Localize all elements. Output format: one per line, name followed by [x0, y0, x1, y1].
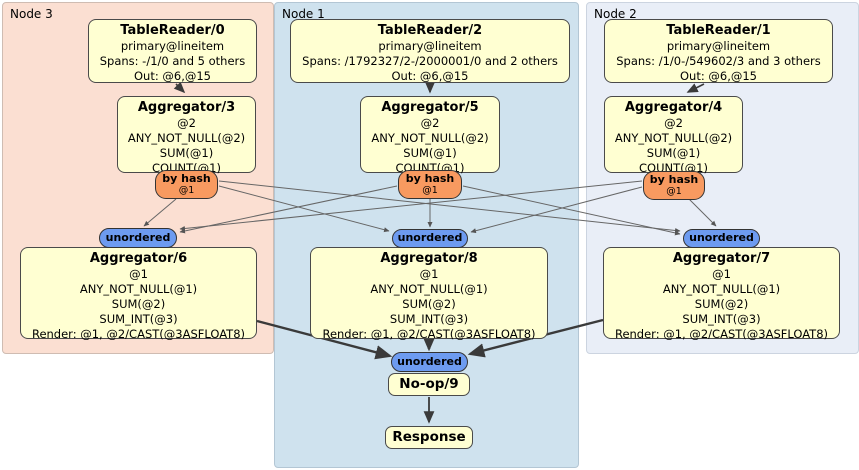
node3-label: Node 3 — [10, 7, 53, 21]
box-title: TableReader/2 — [377, 23, 483, 38]
edge-hash3-unord7 — [218, 180, 681, 233]
box-line: SUM(@1) — [159, 146, 214, 160]
by-hash-badge-node1: by hash @1 — [398, 170, 462, 199]
box-line: Render: @1, @2/CAST(@3ASFLOAT8) — [614, 327, 829, 341]
by-hash-badge-node3: by hash @1 — [155, 170, 218, 199]
box-line: Render: @1, @2/CAST(@3ASFLOAT8) — [322, 327, 536, 341]
box-line: SUM(@2) — [694, 297, 749, 311]
box-line: Spans: /1792327/2-/2000001/0 and 2 other… — [302, 54, 558, 68]
box-line: SUM_INT(@3) — [389, 312, 469, 326]
edge-hash5-unord6 — [179, 185, 398, 234]
box-line: ANY_NOT_NULL(@2) — [371, 131, 489, 145]
edge-hash5-unord7 — [462, 185, 681, 236]
unordered-badge-node3: unordered — [99, 228, 177, 248]
box-line: ANY_NOT_NULL(@1) — [79, 282, 198, 296]
by-hash-badge-node2: by hash @1 — [643, 171, 705, 200]
box-title: Aggregator/4 — [624, 100, 723, 115]
by-hash-key: @1 — [178, 185, 195, 196]
box-line: ANY_NOT_NULL(@1) — [662, 282, 781, 296]
box-title: Aggregator/7 — [672, 251, 771, 266]
box-line: primary@lineitem — [120, 39, 225, 53]
box-line: SUM(@1) — [403, 146, 457, 160]
box-line: SUM(@2) — [402, 297, 456, 311]
box-title: TableReader/0 — [120, 23, 225, 38]
response-label: Response — [392, 429, 466, 445]
by-hash-label: by hash — [162, 172, 211, 185]
box-title: Aggregator/3 — [137, 100, 236, 115]
unordered-label: unordered — [689, 231, 754, 244]
box-line: ANY_NOT_NULL(@2) — [614, 131, 733, 145]
tablereader-0-box: TableReader/0 primary@lineitem Spans: -/… — [88, 19, 257, 83]
unordered-badge-node1: unordered — [392, 229, 468, 248]
edge-hash4-unord6 — [179, 180, 643, 231]
aggregator-5-box: Aggregator/5 @2 ANY_NOT_NULL(@2) SUM(@1)… — [360, 96, 500, 175]
aggregator-3-box: Aggregator/3 @2 ANY_NOT_NULL(@2) SUM(@1)… — [117, 96, 256, 175]
unordered-label: unordered — [105, 231, 171, 244]
box-line: Spans: -/1/0 and 5 others — [99, 54, 246, 68]
node2-label: Node 2 — [594, 7, 637, 21]
box-line: @1 — [712, 267, 731, 281]
unordered-label: unordered — [397, 355, 462, 368]
box-line: Out: @6,@15 — [134, 69, 211, 83]
box-line: Out: @6,@15 — [391, 69, 469, 83]
edge-tr0-agg3 — [173, 81, 186, 94]
box-title: Aggregator/5 — [381, 100, 479, 115]
box-line: SUM(@2) — [111, 297, 166, 311]
by-hash-key: @1 — [666, 186, 682, 197]
edge-hash4-unord8 — [470, 186, 643, 234]
response-box: Response — [385, 426, 473, 449]
edge-hash3-unord8 — [218, 185, 390, 233]
unordered-label: unordered — [397, 231, 463, 244]
box-line: @2 — [420, 116, 440, 130]
box-line: Out: @6,@15 — [680, 69, 757, 83]
edge-hash4-unord7 — [688, 198, 717, 227]
box-line: SUM_INT(@3) — [99, 312, 178, 326]
edge-hash3-unord6 — [143, 198, 177, 227]
unordered-badge-final: unordered — [391, 352, 468, 372]
noop-box: No-op/9 — [388, 373, 470, 396]
box-title: Aggregator/6 — [89, 251, 188, 266]
box-line: @2 — [664, 116, 683, 130]
box-line: @1 — [419, 267, 439, 281]
box-title: TableReader/1 — [666, 23, 771, 38]
aggregator-7-box: Aggregator/7 @1 ANY_NOT_NULL(@1) SUM(@2)… — [603, 247, 840, 341]
by-hash-label: by hash — [405, 172, 455, 185]
noop-label: No-op/9 — [399, 376, 459, 392]
aggregator-8-box: Aggregator/8 @1 ANY_NOT_NULL(@1) SUM(@2)… — [310, 247, 548, 341]
edge-tr1-agg4 — [686, 83, 705, 93]
aggregator-6-box: Aggregator/6 @1 ANY_NOT_NULL(@1) SUM(@2)… — [20, 247, 257, 341]
by-hash-label: by hash — [649, 173, 699, 186]
unordered-badge-node2: unordered — [683, 229, 760, 248]
box-line: Spans: /1/0-/549602/3 and 3 others — [616, 54, 821, 68]
box-line: ANY_NOT_NULL(@2) — [127, 131, 246, 145]
box-line: @1 — [129, 267, 148, 281]
tablereader-1-box: TableReader/1 primary@lineitem Spans: /1… — [604, 19, 833, 83]
box-line: SUM(@1) — [646, 146, 701, 160]
tablereader-2-box: TableReader/2 primary@lineitem Spans: /1… — [290, 19, 570, 83]
box-title: Aggregator/8 — [380, 251, 478, 266]
box-line: ANY_NOT_NULL(@1) — [370, 282, 488, 296]
box-line: SUM_INT(@3) — [682, 312, 761, 326]
box-line: Render: @1, @2/CAST(@3ASFLOAT8) — [31, 327, 246, 341]
box-line: primary@lineitem — [666, 39, 771, 53]
box-line: @2 — [177, 116, 196, 130]
by-hash-key: @1 — [422, 185, 438, 196]
aggregator-4-box: Aggregator/4 @2 ANY_NOT_NULL(@2) SUM(@1)… — [604, 96, 743, 175]
box-line: primary@lineitem — [378, 39, 482, 53]
node1-label: Node 1 — [282, 7, 325, 21]
